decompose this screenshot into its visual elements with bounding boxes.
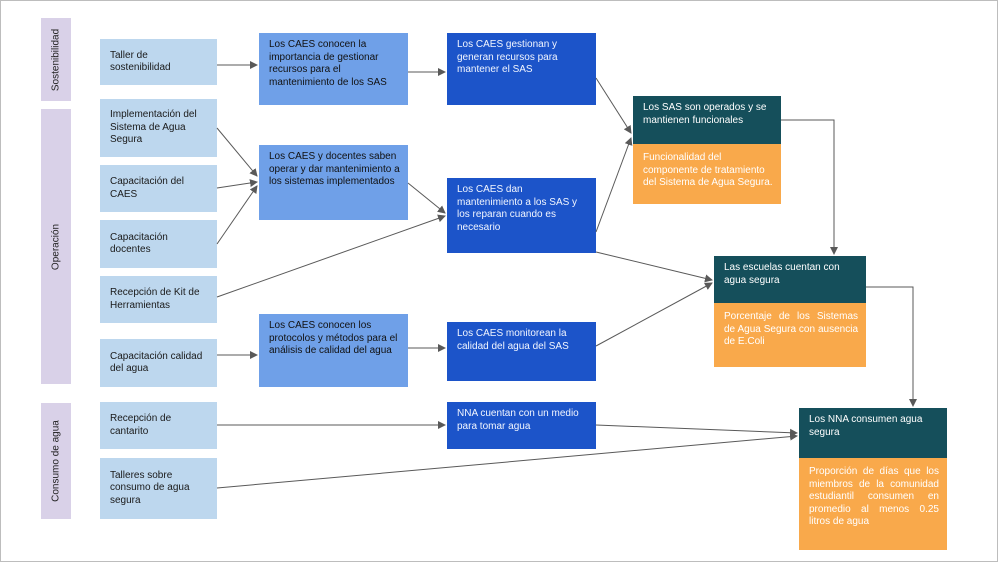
input-implementacion-sas: Implementación del Sistema de Agua Segur…: [100, 99, 217, 157]
output-conocen-protocolos: Los CAES conocen los protocolos y método…: [259, 314, 408, 387]
arrow-sas-operados-to-escuelas: [781, 119, 838, 255]
arrow-saben-to-mantenimiento: [407, 182, 446, 214]
band-sostenibilidad: Sostenibilidad: [41, 18, 71, 101]
outcome-nna-consumen-text: Los NNA consumen agua segura: [809, 414, 923, 438]
result-monitorean-calidad-text: Los CAES monitorean la calidad del agua …: [457, 328, 569, 352]
input-kit-herramientas: Recepción de Kit de Herramientas: [100, 276, 217, 323]
input-talleres-consumo: Talleres sobre consumo de agua segura: [100, 458, 217, 519]
output-conocen-protocolos-text: Los CAES conocen los protocolos y método…: [269, 320, 398, 356]
input-implementacion-sas-text: Implementación del Sistema de Agua Segur…: [110, 109, 197, 146]
arrow-kit-to-mantenimiento: [216, 214, 446, 298]
outcome-sas-operados: Los SAS son operados y se mantienen func…: [633, 96, 781, 144]
input-capacitacion-caes: Capacitación del CAES: [100, 165, 217, 212]
result-medio-tomar-agua-text: NNA cuentan con un medio para tomar agua: [457, 408, 579, 432]
band-operacion: Operación: [41, 109, 71, 384]
indicator-sas-operados-text: Funcionalidad del componente de tratamie…: [643, 152, 773, 188]
output-saben-operar-text: Los CAES y docentes saben operar y dar m…: [269, 151, 400, 187]
input-taller-sostenibilidad: Taller de sostenibilidad: [100, 39, 217, 85]
indicator-escuelas-agua: Porcentaje de los Sistemas de Agua Segur…: [714, 303, 866, 367]
result-gestionan-recursos-text: Los CAES gestionan y generan recursos pa…: [457, 39, 558, 75]
input-taller-sostenibilidad-text: Taller de sostenibilidad: [110, 49, 171, 74]
input-capacitacion-calidad: Capacitación calidad del agua: [100, 339, 217, 387]
arrow-talleres-to-nna: [216, 432, 798, 489]
outcome-escuelas-agua-text: Las escuelas cuentan con agua segura: [724, 262, 840, 286]
arrow-docentes-to-saben: [216, 185, 258, 245]
input-capacitacion-docentes: Capacitación docentes: [100, 220, 217, 268]
arrow-monitorean-to-escuelas: [595, 282, 713, 347]
indicator-nna-consumen: Proporción de días que los miembros de l…: [799, 458, 947, 550]
outcome-sas-operados-text: Los SAS son operados y se mantienen func…: [643, 102, 767, 126]
arrow-mantenimiento-to-sas-operados: [595, 137, 633, 233]
arrow-implementacion-to-saben: [216, 127, 258, 177]
arrow-mantenimiento-to-escuelas: [595, 251, 713, 283]
output-conocen-importancia-text: Los CAES conocen la importancia de gesti…: [269, 39, 387, 88]
input-kit-herramientas-text: Recepción de Kit de Herramientas: [110, 287, 200, 311]
indicator-nna-consumen-text: Proporción de días que los miembros de l…: [809, 466, 939, 527]
input-talleres-consumo-text: Talleres sobre consumo de agua segura: [110, 469, 190, 506]
arrow-medio-to-nna: [595, 424, 798, 437]
input-recepcion-cantarito: Recepción de cantarito: [100, 402, 217, 449]
result-dan-mantenimiento: Los CAES dan mantenimiento a los SAS y l…: [447, 178, 596, 253]
outcome-nna-consumen: Los NNA consumen agua segura: [799, 408, 947, 458]
result-gestionan-recursos: Los CAES gestionan y generan recursos pa…: [447, 33, 596, 105]
indicator-sas-operados: Funcionalidad del componente de tratamie…: [633, 144, 781, 204]
band-consumo: Consumo de agua: [41, 403, 71, 519]
outcome-escuelas-agua: Las escuelas cuentan con agua segura: [714, 256, 866, 303]
input-capacitacion-calidad-text: Capacitación calidad del agua: [110, 350, 203, 375]
output-saben-operar: Los CAES y docentes saben operar y dar m…: [259, 145, 408, 220]
arrow-escuelas-to-nna: [866, 286, 917, 407]
input-recepcion-cantarito-text: Recepción de cantarito: [110, 413, 172, 437]
indicator-escuelas-agua-text: Porcentaje de los Sistemas de Agua Segur…: [724, 311, 858, 347]
input-capacitacion-caes-text: Capacitación del CAES: [110, 176, 184, 200]
arrow-gestionan-to-sas-operados: [595, 77, 632, 134]
result-medio-tomar-agua: NNA cuentan con un medio para tomar agua: [447, 402, 596, 449]
result-dan-mantenimiento-text: Los CAES dan mantenimiento a los SAS y l…: [457, 184, 578, 233]
arrow-caes-to-saben: [216, 179, 258, 189]
output-conocen-importancia: Los CAES conocen la importancia de gesti…: [259, 33, 408, 105]
input-capacitacion-docentes-text: Capacitación docentes: [110, 231, 168, 256]
result-monitorean-calidad: Los CAES monitorean la calidad del agua …: [447, 322, 596, 381]
